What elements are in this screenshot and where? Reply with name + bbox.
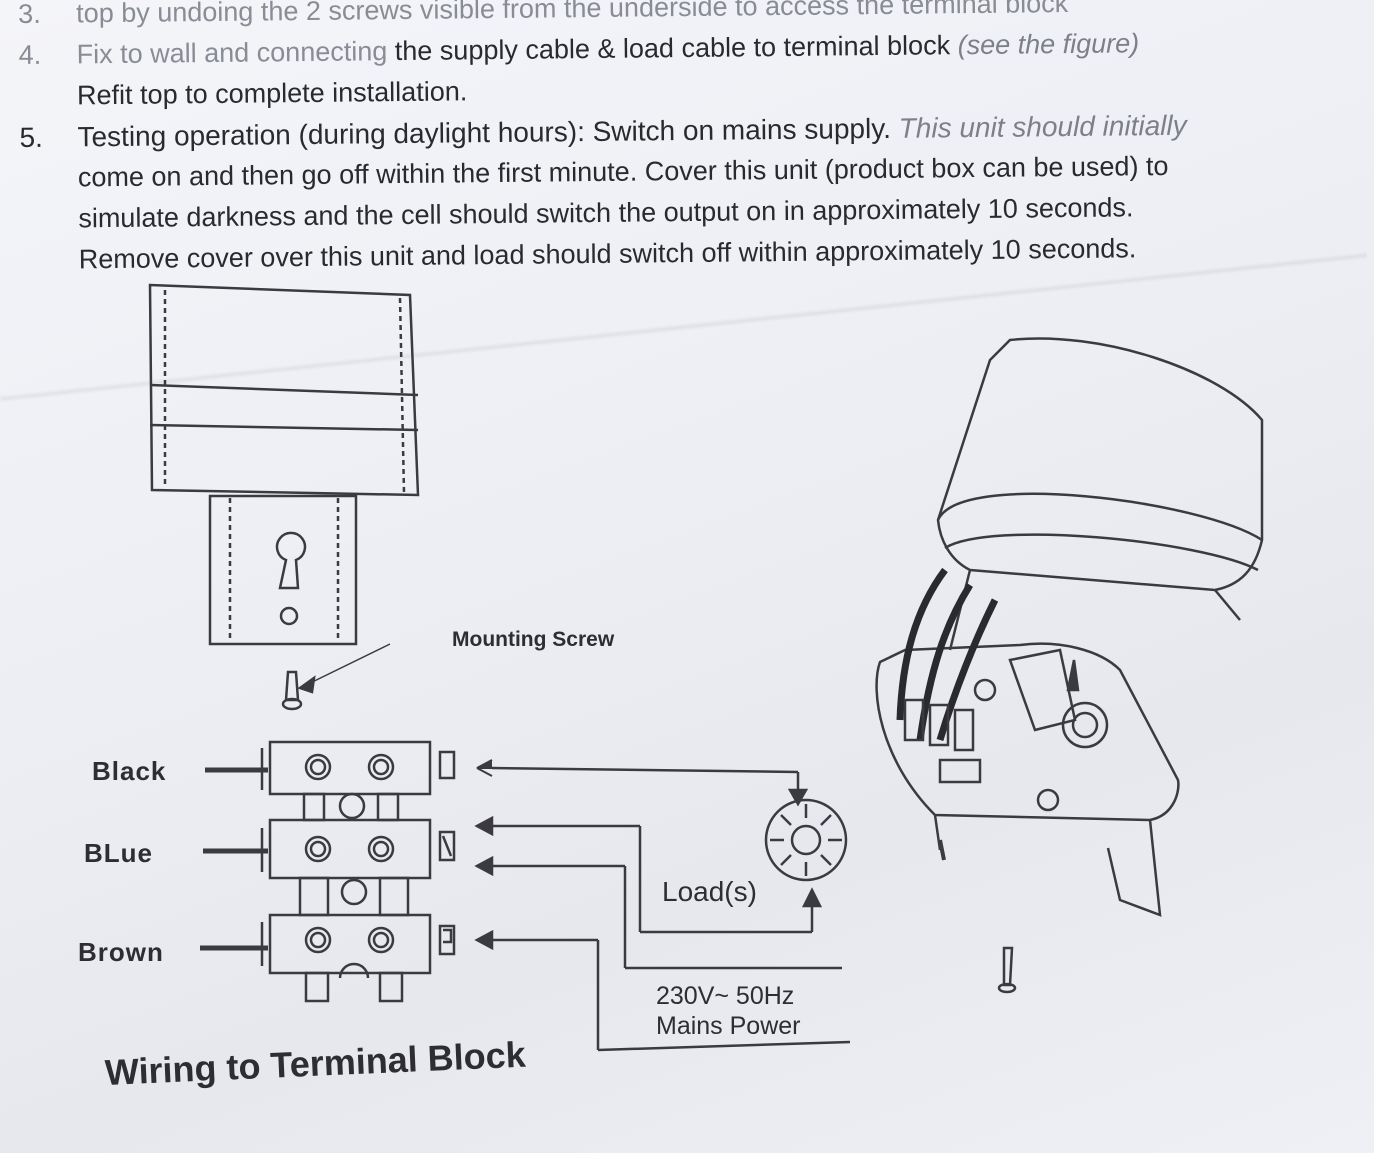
wire-label-black: Black — [92, 756, 167, 786]
wire-label-blue: BLue — [84, 838, 153, 868]
screw-hole — [279, 606, 299, 626]
keyhole-slot — [275, 531, 307, 590]
terminal-l-icon — [438, 750, 456, 780]
wire-label-brown: Brown — [78, 937, 164, 967]
unit-perspective-view — [875, 337, 1264, 994]
terminal-p-icon — [438, 924, 456, 956]
unit-front-view — [148, 283, 420, 646]
mounting-screw-icon — [281, 643, 391, 711]
cable-1 — [896, 567, 948, 721]
load-label: Load(s) — [662, 876, 757, 907]
circuit-lines — [474, 759, 851, 1052]
loose-screw-icon — [1002, 946, 1014, 987]
lamp-icon — [764, 798, 848, 882]
terminal-n-icon — [438, 830, 456, 862]
cable-3 — [936, 598, 999, 742]
terminal-block — [260, 740, 456, 1003]
mounting-screw-label: Mounting Screw — [452, 628, 615, 651]
power-mains-label: Mains Power — [656, 1012, 801, 1040]
power-voltage-label: 230V~ 50Hz — [656, 982, 795, 1010]
